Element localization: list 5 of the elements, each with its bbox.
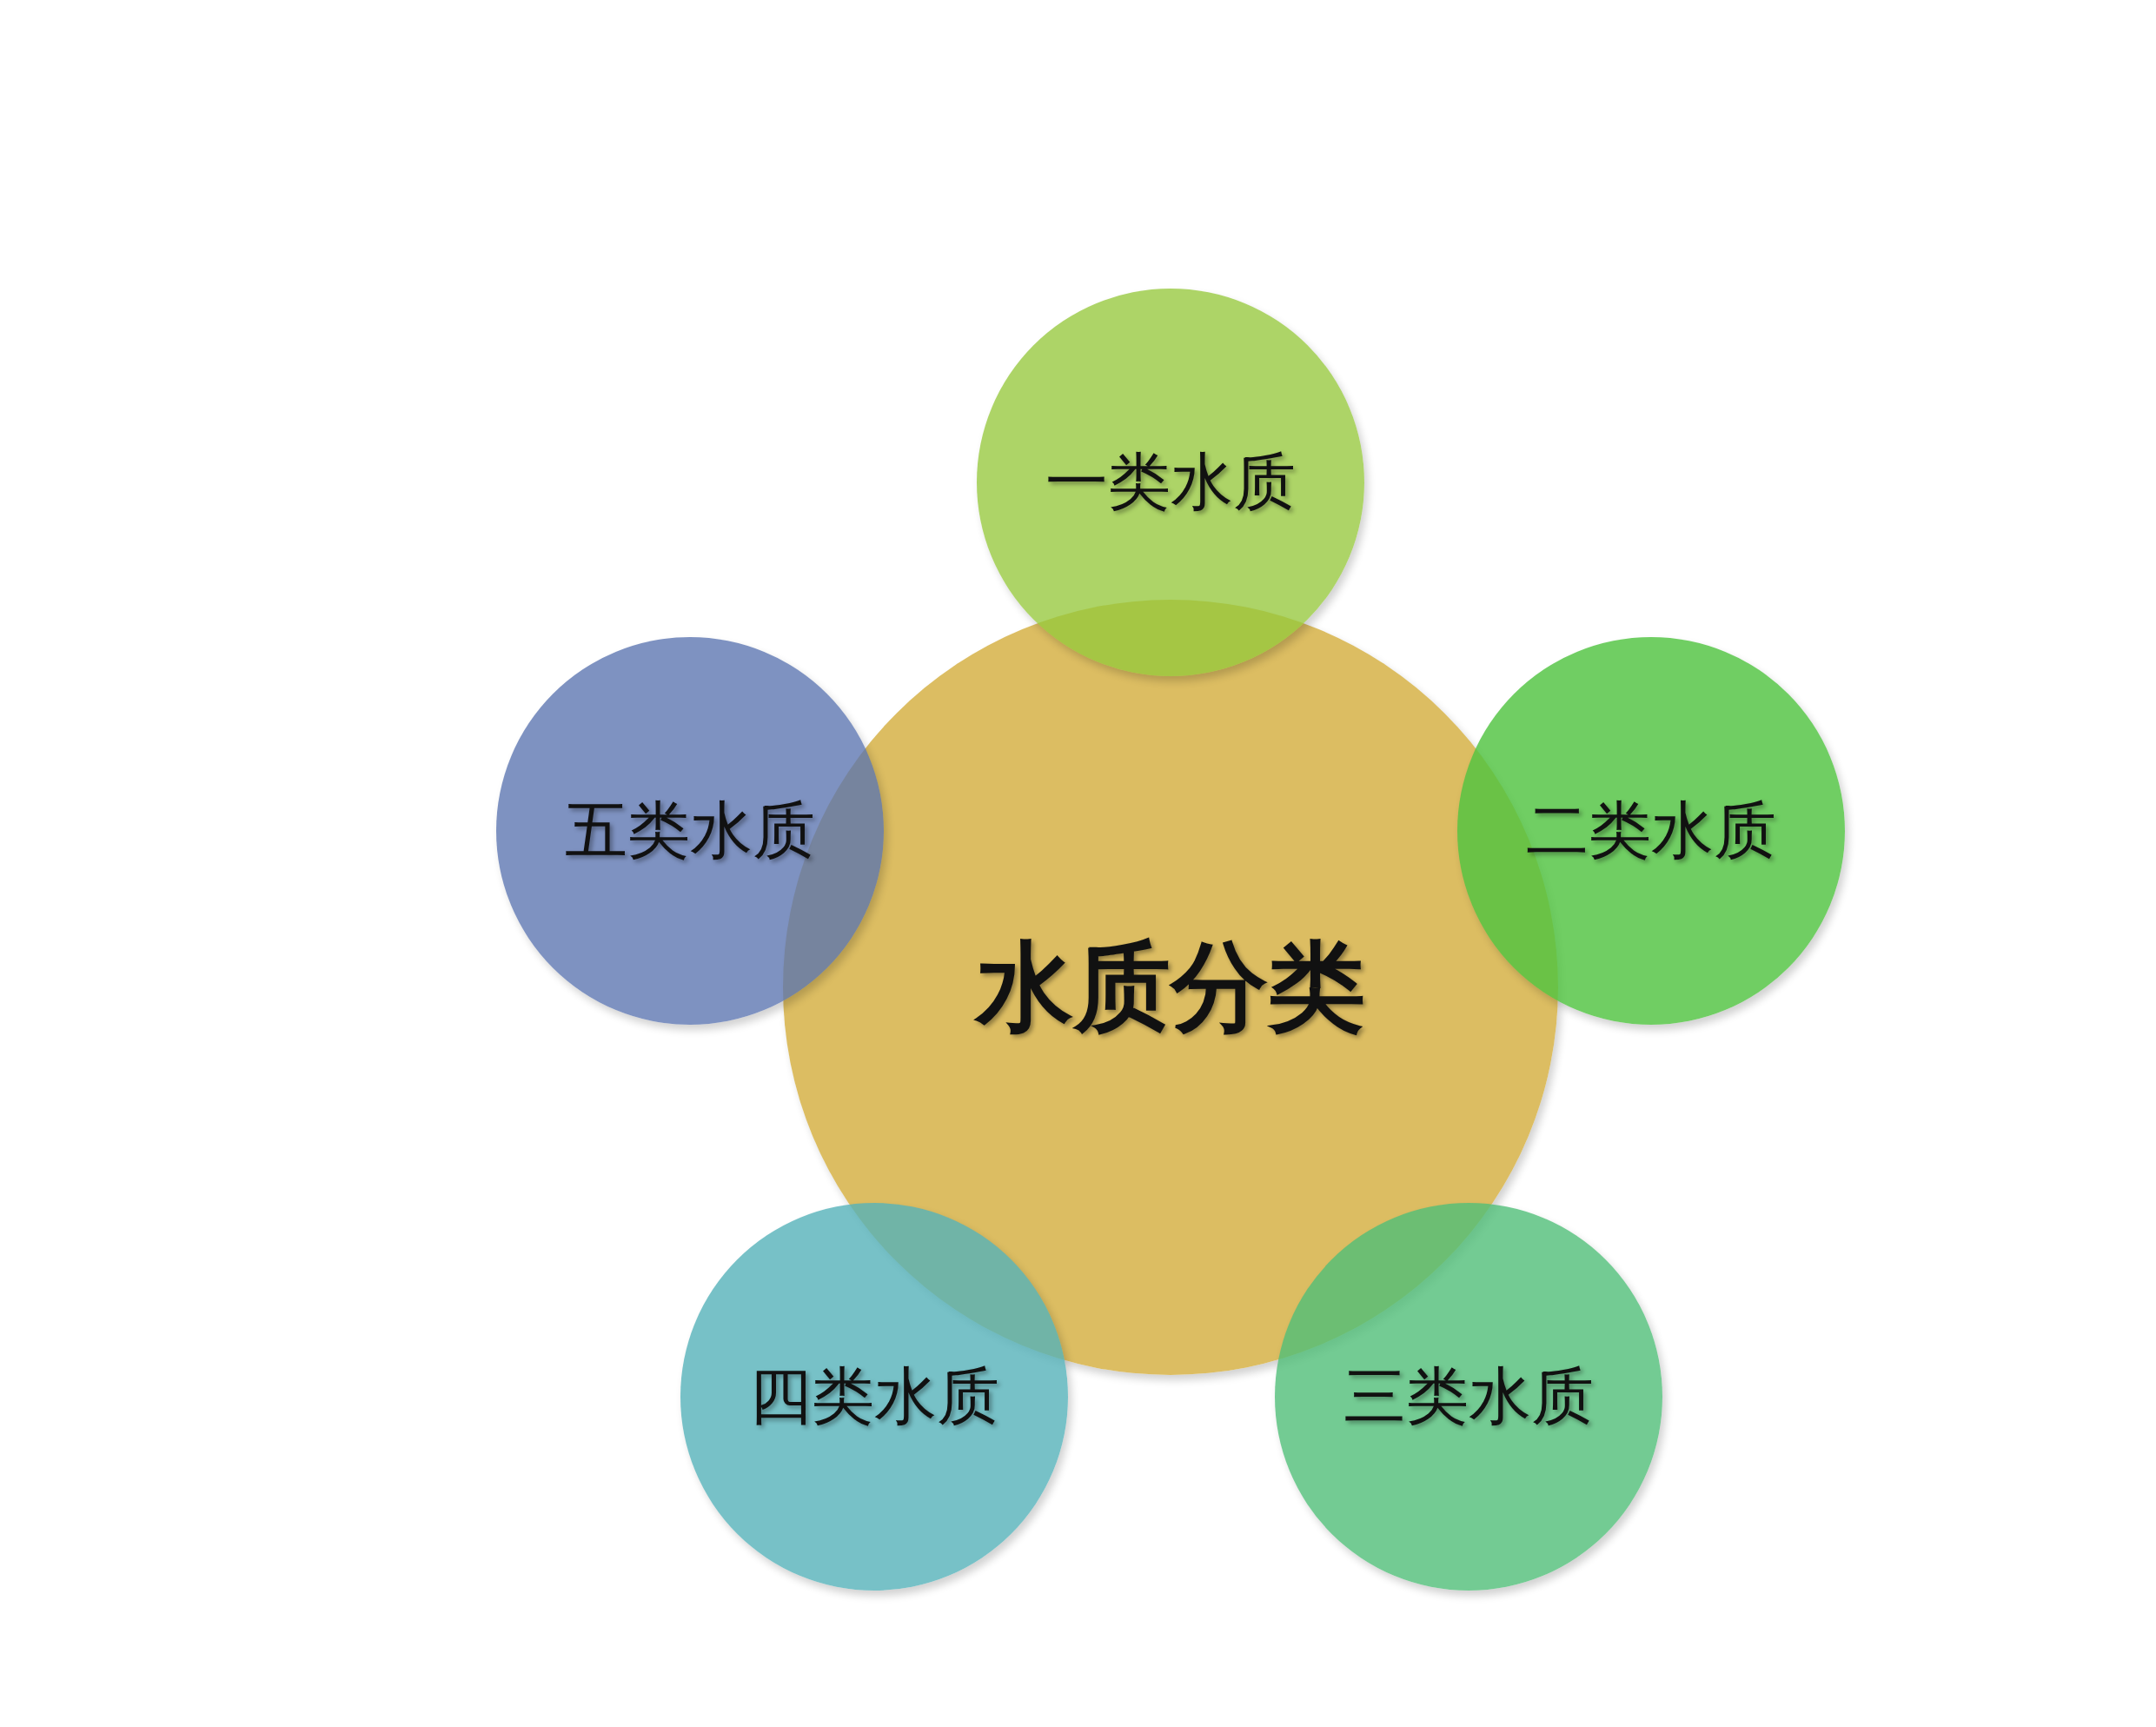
category-label: 三类水质 <box>1343 1358 1594 1434</box>
category-label: 五类水质 <box>565 793 815 868</box>
category-label: 四类水质 <box>749 1358 999 1434</box>
category-label: 二类水质 <box>1526 793 1776 868</box>
category-label: 一类水质 <box>1045 444 1296 520</box>
